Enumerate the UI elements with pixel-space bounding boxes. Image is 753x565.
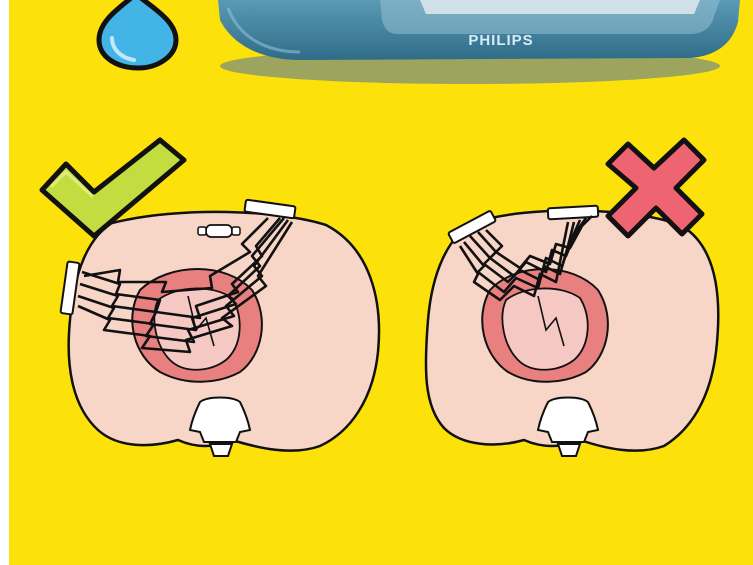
- device-brand-label: PHILIPS: [468, 32, 533, 49]
- aed-device: PHILIPS: [218, 0, 740, 84]
- sternum: [198, 225, 240, 237]
- heart: [482, 269, 608, 382]
